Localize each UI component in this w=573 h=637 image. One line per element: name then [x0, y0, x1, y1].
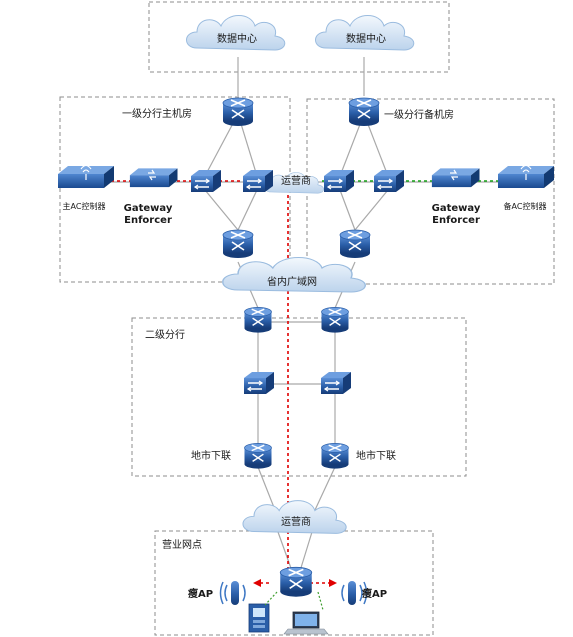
backup-ac-label: 备AC控制器 — [504, 201, 547, 211]
gateway-enforcer-right-line2: Enforcer — [432, 215, 480, 226]
second-branch-label: 二级分行 — [145, 328, 185, 341]
network-links — [104, 57, 505, 572]
data-center-left-label: 数据中心 — [217, 32, 257, 45]
gateway-enforcer-left-line1: Gateway — [124, 203, 173, 214]
laptop-icon — [283, 611, 329, 635]
provincial-wan-label: 省内广域网 — [267, 275, 317, 288]
thin-ap-right-label: 瘦AP — [362, 587, 387, 600]
wireless-controller-icon — [498, 164, 554, 188]
operator-bottom-label: 运营商 — [281, 515, 311, 528]
gateway-firewall-icon — [431, 168, 480, 188]
gateway-enforcer-left-line2: Enforcer — [124, 215, 172, 226]
switch-icon — [242, 169, 274, 193]
backup-room-label: 一级分行备机房 — [384, 108, 454, 121]
primary-ac-label: 主AC控制器 — [63, 201, 106, 211]
router-icon — [222, 229, 254, 259]
router-icon — [348, 97, 380, 127]
operator-top-label: 运营商 — [281, 174, 311, 187]
data-center-zone — [148, 1, 450, 73]
city-link-left-label: 地市下联 — [191, 449, 231, 462]
router-icon — [320, 306, 350, 334]
city-link-right-label: 地市下联 — [356, 449, 396, 462]
primary-room-label: 一级分行主机房 — [122, 107, 192, 120]
access-point-icon — [219, 580, 246, 606]
router-icon — [222, 97, 254, 127]
switch-icon — [323, 169, 355, 193]
outlet-zone — [154, 530, 434, 636]
router-icon — [320, 442, 350, 470]
thin-ap-left-label: 瘦AP — [188, 587, 213, 600]
outlet-label: 营业网点 — [162, 538, 202, 551]
gateway-enforcer-right-line1: Gateway — [432, 203, 481, 214]
data-center-right-label: 数据中心 — [346, 32, 386, 45]
switch-icon — [373, 169, 405, 193]
router-icon — [279, 566, 313, 598]
wireless-controller-icon — [58, 164, 114, 188]
atm-terminal-icon — [248, 603, 270, 633]
router-icon — [243, 442, 273, 470]
gateway-firewall-icon — [129, 168, 178, 188]
router-icon — [339, 229, 371, 259]
switch-icon — [320, 371, 352, 395]
switch-icon — [243, 371, 275, 395]
switch-icon — [190, 169, 222, 193]
router-icon — [243, 306, 273, 334]
second-branch-zone — [131, 317, 467, 477]
